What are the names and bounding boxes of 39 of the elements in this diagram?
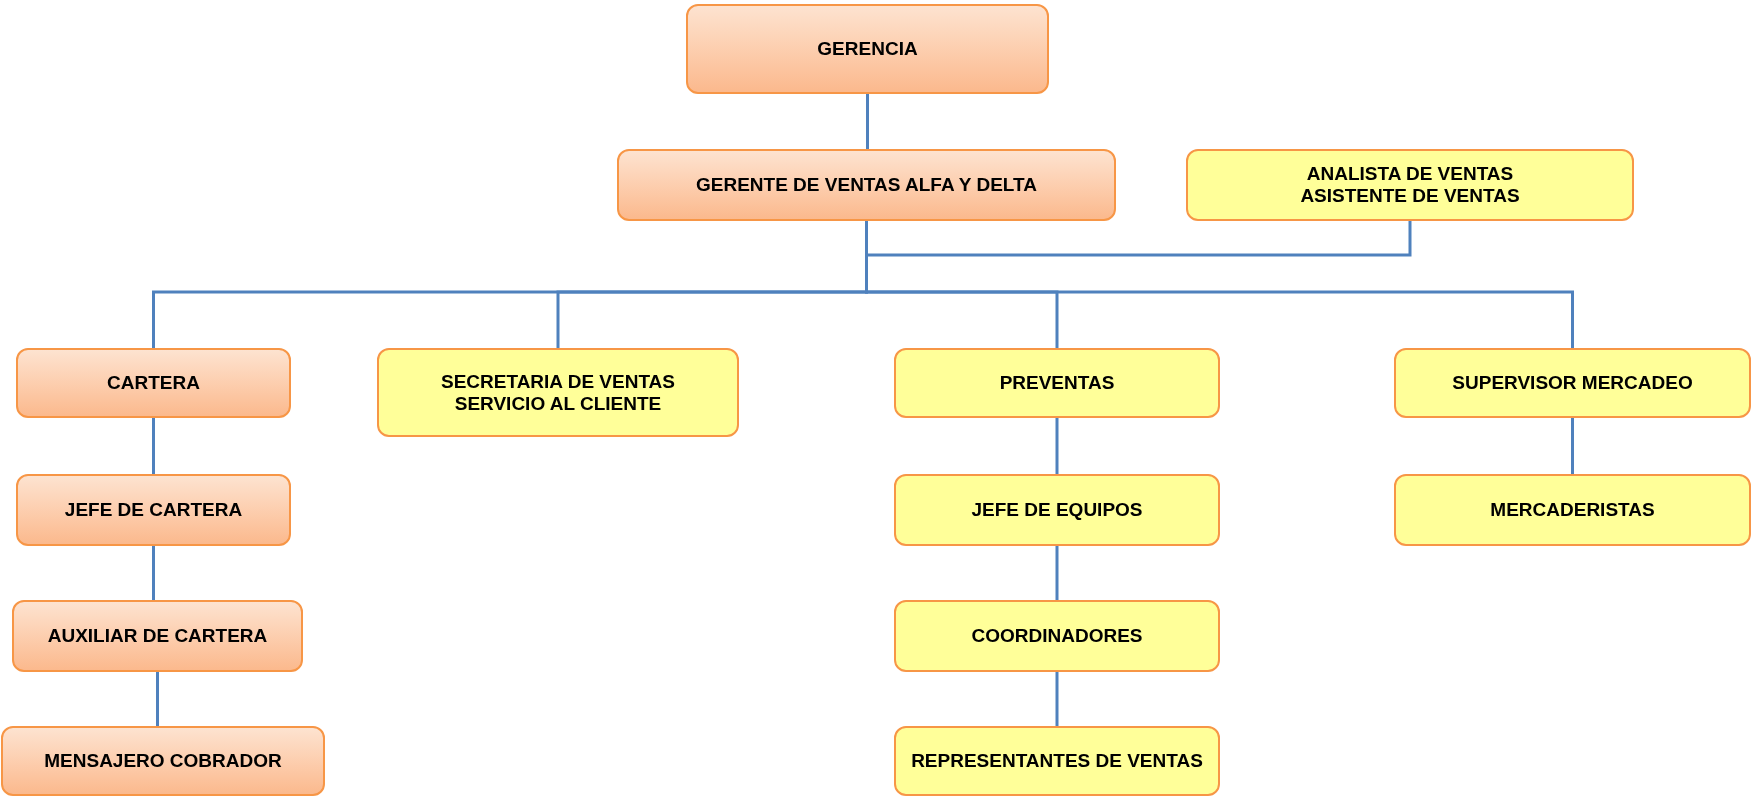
position-box <box>16 474 291 546</box>
position-box <box>686 4 1049 94</box>
position-title: JEFE DE CARTERA <box>64 499 243 521</box>
connector-line <box>156 672 159 726</box>
position-title: MENSAJERO COBRADOR <box>44 750 282 772</box>
position-title: COORDINADORES <box>971 625 1143 647</box>
staff-box <box>1186 149 1634 221</box>
position-title: AUXILIAR DE CARTERA <box>47 625 268 647</box>
position-box <box>1 726 325 796</box>
connector-line <box>152 418 155 474</box>
position-title: JEFE DE EQUIPOS <box>971 499 1143 521</box>
position-box <box>617 149 1116 221</box>
position-title: SUPERVISOR MERCADEO <box>1452 372 1693 394</box>
staff-box <box>894 348 1220 418</box>
connector-line <box>152 546 155 600</box>
staff-box <box>1394 474 1751 546</box>
position-title: MERCADERISTAS <box>1490 499 1655 521</box>
position-title: REPRESENTANTES DE VENTAS <box>911 750 1203 772</box>
connector-line <box>1571 418 1574 474</box>
connector-line <box>865 221 1412 257</box>
position-title: PREVENTAS <box>999 372 1115 394</box>
position-title: ASISTENTE DE VENTAS <box>1300 185 1520 207</box>
connector-line <box>1055 672 1059 726</box>
position-title: CARTERA <box>107 372 200 394</box>
position-box <box>12 600 303 672</box>
connector-line <box>1055 546 1059 600</box>
staff-box <box>894 474 1220 546</box>
staff-box <box>894 600 1220 672</box>
position-title: SERVICIO AL CLIENTE <box>454 392 662 415</box>
position-title: GERENCIA <box>817 38 918 60</box>
position-title: GERENTE DE VENTAS ALFA Y DELTA <box>696 174 1037 196</box>
staff-box <box>1394 348 1751 418</box>
position-title: ANALISTA DE VENTAS <box>1306 163 1514 185</box>
staff-box <box>377 348 739 437</box>
staff-box <box>894 726 1220 796</box>
position-title: SECRETARIA DE VENTAS <box>441 370 675 393</box>
connector-line <box>866 94 869 149</box>
connector-line <box>1055 418 1059 474</box>
position-box <box>16 348 291 418</box>
